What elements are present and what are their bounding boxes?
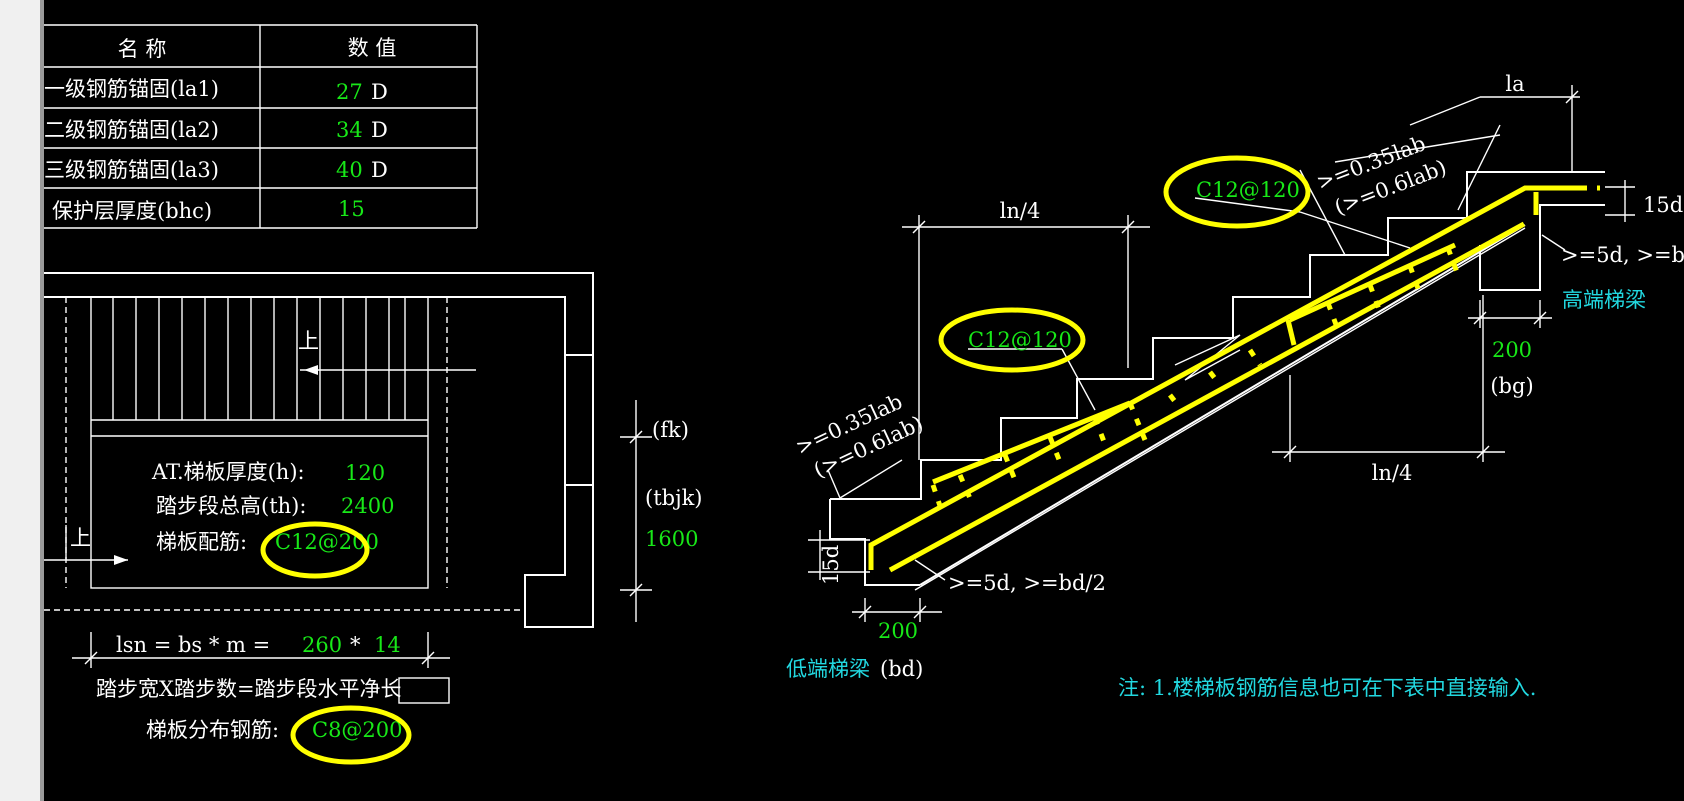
rebar-lines [868, 185, 1600, 573]
table-row-value[interactable]: 40 [336, 158, 363, 182]
up-label-top: 上 [298, 329, 319, 353]
dist-label: 梯板分布钢筋: [146, 718, 279, 742]
table-row-value[interactable]: 34 [336, 118, 363, 142]
cursor-box [398, 677, 450, 704]
multiply-sign: * [350, 633, 361, 657]
highlight-ring [290, 705, 412, 765]
anchor-5d-top: >=5d, >=bg/2 [1561, 243, 1684, 267]
bs-value[interactable]: 260 [302, 633, 342, 657]
stair-plan: 上 上 AT.梯板厚度(h): 120 踏步段总高(th): 2400 梯板配筋… [44, 272, 703, 765]
highlight-ring [260, 521, 370, 579]
rebar-value[interactable]: C12@200 [275, 530, 379, 554]
bg-label: (bg) [1490, 374, 1533, 398]
dist-value[interactable]: C8@200 [312, 718, 403, 742]
bd-label: (bd) [880, 657, 923, 681]
table-row-unit: D [371, 118, 388, 142]
table-row-name: 三级钢筋锚固(la3) [44, 158, 219, 182]
table-row-name: 一级钢筋锚固(la1) [44, 77, 219, 101]
fk-label: (fk) [652, 418, 689, 442]
mid-rebar-label[interactable]: C12@120 [968, 328, 1072, 352]
hook-15d-bottom: 15d [819, 545, 843, 585]
total-height-value[interactable]: 2400 [341, 494, 394, 518]
tbjk-value[interactable]: 1600 [645, 527, 698, 551]
parameter-table: 名 称 数 值 一级钢筋锚固(la1) 27 D 二级钢筋锚固(la2) 34 … [44, 24, 478, 229]
la-label: la [1505, 72, 1524, 96]
table-row-unit: D [371, 80, 388, 104]
low-beam-label: 低端梯梁 [786, 657, 870, 681]
stair-section: ln/4 ln/4 la >=0.35lab (>=0.6lab) 15d >=… [786, 72, 1684, 700]
highlight-ring [938, 307, 1086, 373]
table-row-value[interactable]: 27 [336, 80, 363, 104]
rebar-label: 梯板配筋: [156, 530, 247, 554]
top-rebar-label[interactable]: C12@120 [1196, 178, 1300, 202]
bg-value[interactable]: 200 [1492, 338, 1532, 362]
ln4-top: ln/4 [1000, 199, 1041, 223]
note-text: 注: 1.楼梯板钢筋信息也可在下表中直接输入. [1118, 676, 1536, 700]
tbjk-label: (tbjk) [645, 486, 703, 510]
left-panel-edge [0, 0, 44, 801]
ln4-bottom: ln/4 [1372, 461, 1413, 485]
highlight-ring [1163, 155, 1311, 229]
table-header-value: 数 值 [348, 36, 397, 60]
hook-15d-top: 15d [1643, 193, 1683, 217]
table-row-value[interactable]: 15 [338, 197, 365, 221]
table-row-unit: D [371, 158, 388, 182]
anchor-5d-bottom: >=5d, >=bd/2 [948, 571, 1106, 595]
lsn-formula: lsn = bs * m = [116, 633, 270, 657]
table-row-name: 保护层厚度(bhc) [52, 199, 212, 223]
bd-value[interactable]: 200 [878, 619, 918, 643]
table-row-name: 二级钢筋锚固(la2) [44, 118, 219, 142]
lsn-note: 踏步宽X踏步数=踏步段水平净长 [96, 677, 402, 701]
thickness-label: AT.梯板厚度(h): [151, 460, 305, 484]
table-header-name: 名 称 [118, 37, 167, 61]
m-value[interactable]: 14 [374, 633, 401, 657]
thickness-value[interactable]: 120 [345, 461, 385, 485]
high-beam-label: 高端梯梁 [1562, 288, 1646, 312]
up-label-left: 上 [70, 526, 91, 550]
stair-treads [112, 297, 406, 420]
total-height-label: 踏步段总高(th): [156, 494, 306, 518]
